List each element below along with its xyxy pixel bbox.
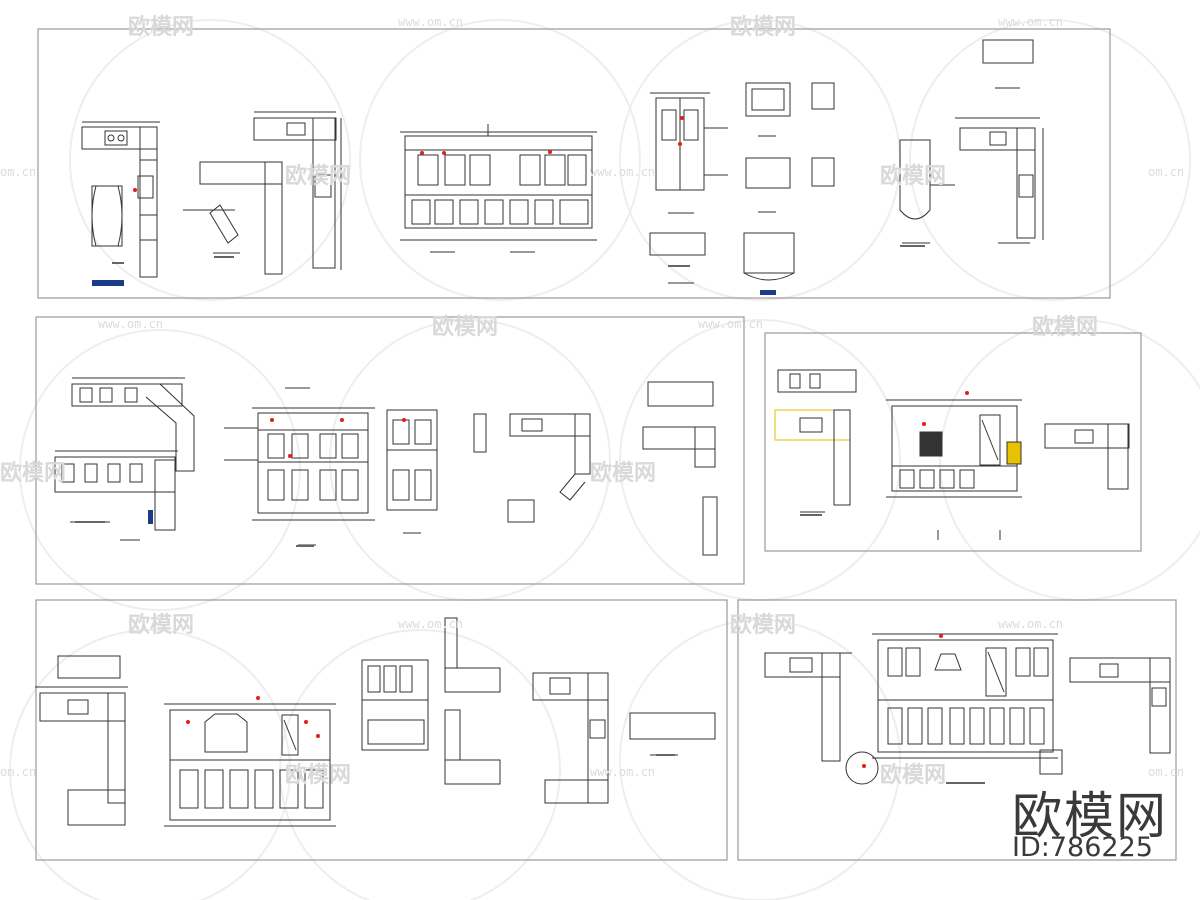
bottom-right-drawings [764, 633, 1171, 785]
watermark-url: www.om.cn [398, 617, 463, 631]
watermark-url: www.om.cn [98, 317, 163, 331]
watermark-url: om.cn [1148, 765, 1184, 779]
watermark-url: om.cn [1148, 165, 1184, 179]
middle-right-drawings [774, 369, 1130, 540]
watermark-brand: 欧模网 [285, 163, 351, 189]
red-markers-bottom-right [862, 634, 943, 768]
watermark-url: www.om.cn [698, 317, 763, 331]
frame-middle-right [764, 332, 1142, 552]
watermark-url: www.om.cn [998, 617, 1063, 631]
watermark-layer: 欧模网 欧模网 欧模网 欧模网 欧模网 欧模网 欧模网 欧模网 欧模网 欧模网 … [0, 14, 1184, 788]
watermark-brand: 欧模网 [0, 460, 66, 486]
frame-middle-left [35, 316, 745, 585]
watermark-brand: 欧模网 [880, 762, 946, 788]
watermark-url: om.cn [0, 165, 36, 179]
watermark-url: www.om.cn [590, 165, 655, 179]
model-id: ID:786225 [1012, 832, 1153, 863]
watermark-brand: 欧模网 [730, 612, 796, 638]
watermark-brand: 欧模网 [730, 14, 796, 40]
drawing-frames [35, 28, 1177, 861]
frame-bottom-left [35, 599, 728, 861]
red-markers-top [133, 116, 684, 192]
watermark-url: om.cn [0, 765, 36, 779]
watermark-url: www.om.cn [590, 765, 655, 779]
watermark-brand: 欧模网 [880, 163, 946, 189]
watermark-brand: 欧模网 [128, 14, 194, 40]
watermark-brand: 欧模网 [590, 460, 656, 486]
red-markers-middle-left [270, 418, 406, 458]
red-markers-bottom-left [186, 696, 320, 738]
frame-top [37, 28, 1111, 299]
watermark-url: www.om.cn [998, 15, 1063, 29]
watermark-brand: 欧模网 [285, 762, 351, 788]
brand-logo-text: 欧模网 [1012, 787, 1168, 845]
watermark-url: www.om.cn [398, 15, 463, 29]
watermark-brand: 欧模网 [128, 612, 194, 638]
watermark-brand: 欧模网 [432, 314, 498, 340]
watermark-brand: 欧模网 [1032, 314, 1098, 340]
bottom-left-drawings [35, 617, 716, 827]
caption-marks [75, 245, 985, 784]
top-panel-drawings [81, 39, 1044, 295]
red-markers-middle-right [922, 391, 969, 426]
frame-bottom-right [737, 599, 1177, 861]
